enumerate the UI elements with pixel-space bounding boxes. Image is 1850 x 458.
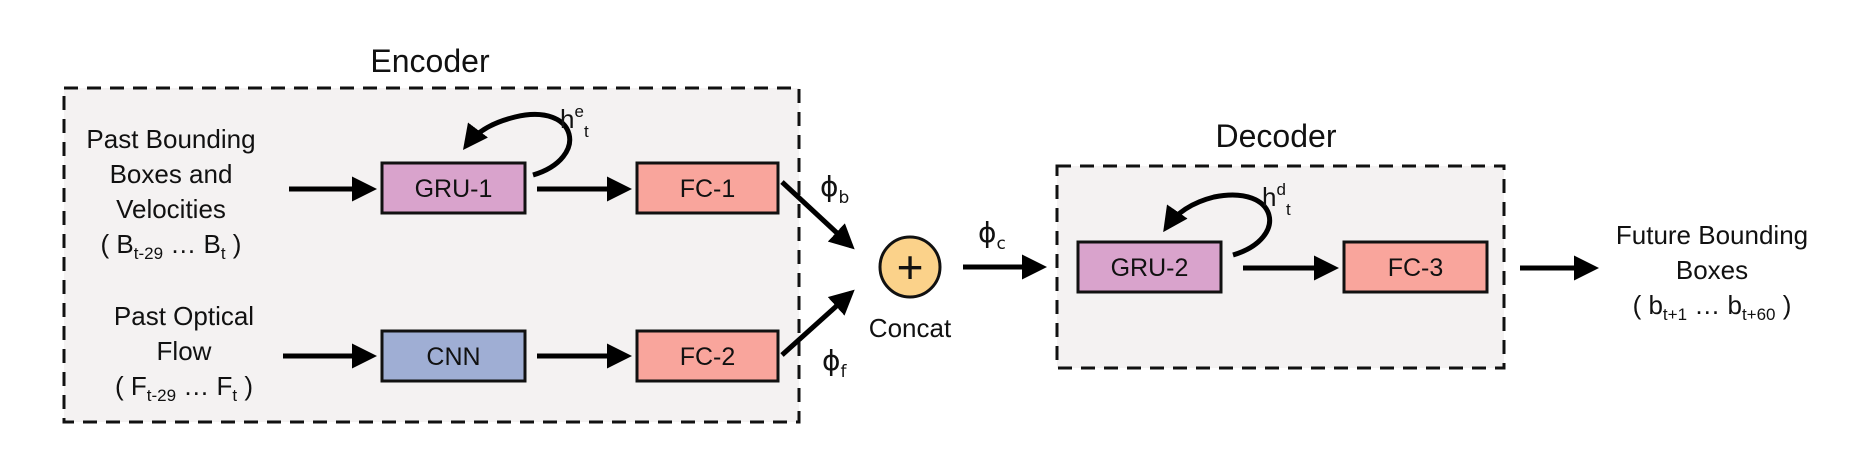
- fc-2-label: FC-2: [680, 343, 736, 371]
- encoder-title: Encoder: [370, 43, 490, 79]
- gru-1-box: [380, 161, 527, 215]
- decoder-title: Decoder: [1216, 118, 1337, 154]
- fc-1-box: [635, 161, 780, 215]
- concat-plus-icon: +: [897, 241, 924, 293]
- phi-c-label: ϕc: [978, 216, 1006, 254]
- fc-1-label: FC-1: [680, 175, 736, 203]
- gru-1-label: GRU-1: [415, 175, 493, 203]
- fc-2-box: [635, 329, 780, 383]
- cnn-box: [380, 329, 527, 383]
- input-bbox-range: ( Bt-29 … Bt ): [101, 229, 242, 263]
- output-future-boxes-label: Future Bounding Boxes ( bt+1 … bt+60 ): [1616, 220, 1808, 324]
- phi-b-label: ϕb: [820, 170, 849, 208]
- input-flow-line-2: Flow: [157, 336, 212, 366]
- concat-label: Concat: [869, 313, 952, 343]
- input-bbox-line-1: Past Bounding: [86, 124, 255, 154]
- gru-2-box: [1076, 240, 1223, 294]
- output-line-2: Boxes: [1676, 255, 1748, 285]
- input-bbox-line-2: Boxes and: [110, 159, 233, 189]
- input-optical-flow-label: Past Optical Flow ( Ft-29 … Ft ): [114, 301, 254, 405]
- output-range: ( bt+1 … bt+60 ): [1633, 290, 1792, 324]
- recurrent-arrow-gru1: [462, 112, 573, 178]
- input-bounding-boxes-label: Past Bounding Boxes and Velocities ( Bt-…: [86, 124, 255, 263]
- hidden-state-decoder-label: hdt: [1262, 180, 1291, 219]
- fc-3-box: [1342, 240, 1489, 294]
- input-flow-range: ( Ft-29 … Ft ): [115, 371, 253, 405]
- hidden-state-encoder-label: het: [560, 102, 589, 141]
- cnn-label: CNN: [426, 343, 480, 371]
- fc-3-label: FC-3: [1388, 254, 1444, 282]
- gru-2-label: GRU-2: [1111, 254, 1189, 282]
- arrow-fc1-to-concat: [780, 180, 855, 250]
- output-line-1: Future Bounding: [1616, 220, 1808, 250]
- arrow-fc2-to-concat: [780, 289, 855, 357]
- input-flow-line-1: Past Optical: [114, 301, 254, 331]
- concat-node: [878, 235, 942, 299]
- phi-f-label: ϕf: [822, 344, 847, 382]
- input-bbox-line-3: Velocities: [116, 194, 226, 224]
- recurrent-arrow-gru2: [1163, 192, 1273, 258]
